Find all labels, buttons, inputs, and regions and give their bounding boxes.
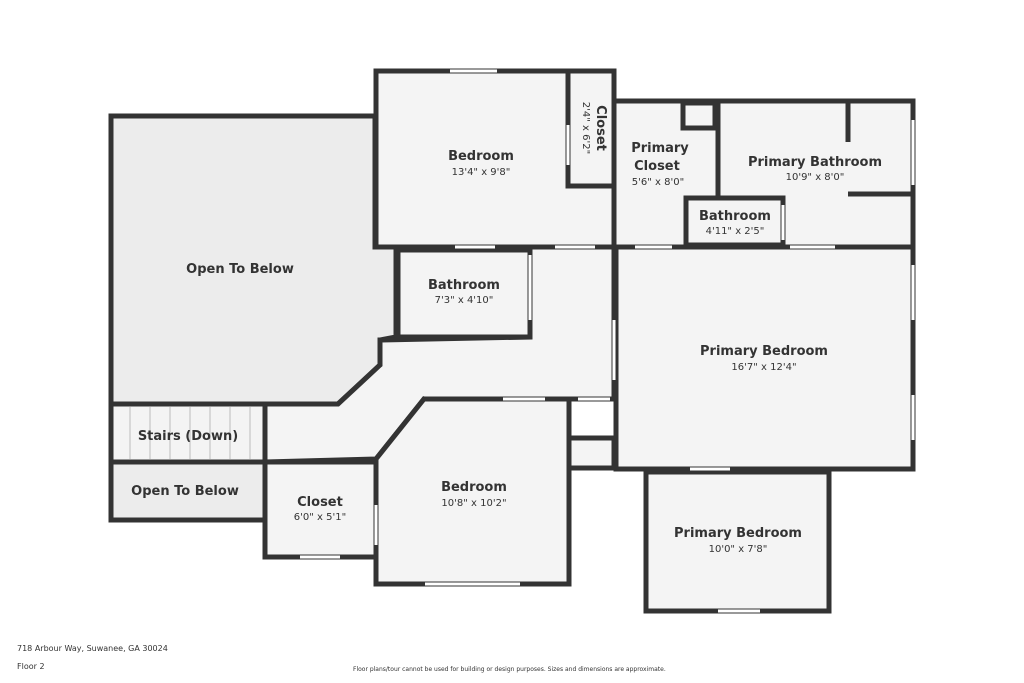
- room-name: Bedroom: [448, 149, 514, 164]
- address: 718 Arbour Way, Suwanee, GA 30024: [17, 644, 168, 653]
- room-name: Primary: [631, 141, 689, 156]
- room-dimensions: 7'3" x 4'10": [435, 295, 494, 306]
- room-name: Bathroom: [699, 209, 771, 224]
- room-name: Primary Bathroom: [748, 155, 882, 170]
- room-dimensions: 13'4" x 9'8": [452, 167, 511, 178]
- room-dimensions: 16'7" x 12'4": [731, 362, 796, 373]
- floor-label: Floor 2: [17, 662, 45, 671]
- room-dimensions: 10'8" x 10'2": [441, 498, 506, 509]
- room-name: Open To Below: [186, 262, 294, 277]
- room-name: Closet: [593, 105, 608, 151]
- room-name: Closet: [297, 495, 343, 510]
- room-dimensions: 4'11" x 2'5": [706, 226, 765, 237]
- room-name: Open To Below: [131, 484, 239, 499]
- open-to-below-area: [108, 113, 399, 407]
- room-stairs: [108, 401, 268, 465]
- room-primary-bedroom: [613, 244, 916, 472]
- stair-treads: [129, 407, 251, 459]
- room-name: Stairs (Down): [138, 429, 238, 444]
- room-name: Primary Bedroom: [674, 526, 802, 541]
- room-closet-bottom: [262, 459, 379, 560]
- room-name: Primary Bedroom: [700, 344, 828, 359]
- room-name: Bathroom: [428, 278, 500, 293]
- room-bathroom: [395, 247, 533, 340]
- stair-landing-box: [566, 435, 617, 471]
- room-name: Bedroom: [441, 480, 507, 495]
- disclaimer: Floor plans/tour cannot be used for buil…: [353, 666, 666, 673]
- room-dimensions: 6'0" x 5'1": [294, 512, 346, 523]
- shower-box: [680, 100, 718, 131]
- room-dimensions: 10'0" x 7'8": [709, 544, 768, 555]
- room-name: Closet: [634, 159, 680, 174]
- room-primary-bedroom-small: [643, 469, 832, 614]
- room-dimensions: 2'4" x 6'2": [580, 102, 591, 154]
- room-dimensions: 5'6" x 8'0": [632, 177, 684, 188]
- room-dimensions: 10'9" x 8'0": [786, 172, 845, 183]
